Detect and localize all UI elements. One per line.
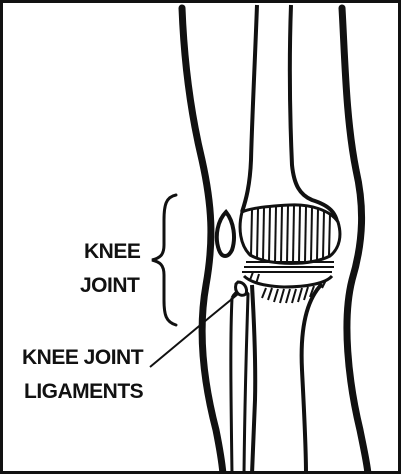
tibia-left-edge [252, 285, 255, 474]
fibula-head [236, 282, 247, 295]
ligaments-label-line2: LIGAMENTS [24, 380, 144, 403]
patella [217, 212, 234, 256]
knee-joint-label-line2: JOINT [80, 274, 140, 297]
femur-condyle [240, 205, 340, 263]
fibula [231, 291, 248, 474]
ligaments-label-line1: KNEE JOINT [22, 346, 144, 369]
femur-left-edge [242, 5, 257, 212]
knee-joint-brace [152, 195, 176, 325]
femur-right-edge [290, 5, 338, 230]
knee-joint-label-line1: KNEE [84, 240, 141, 263]
leg-outline-right [342, 8, 368, 474]
tibia-right-edge [302, 284, 322, 474]
